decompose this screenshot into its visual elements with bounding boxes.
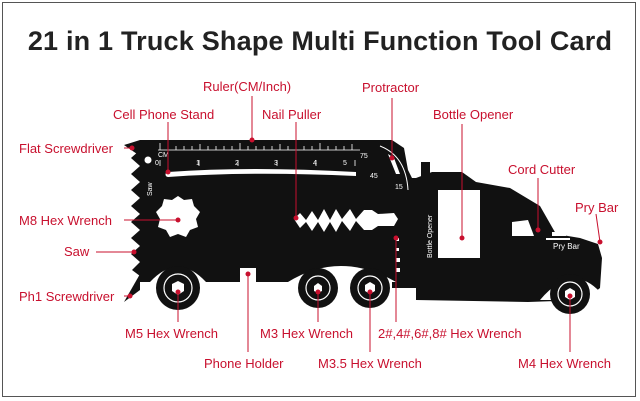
leader-dots [127,137,603,299]
label-nail-puller: Nail Puller [262,107,322,122]
label-hex-2468: 2#,4#,6#,8# Hex Wrench [378,326,522,341]
nail-puller-slot [294,209,398,232]
label-pry-bar: Pry Bar [575,200,619,215]
exhaust-stack [421,162,430,180]
label-bottle-opener: Bottle Opener [433,107,514,122]
ruler-number: 0 [155,160,159,167]
grille [552,232,566,236]
bottle-opener-text: Bottle Opener [427,214,434,258]
bottle-opener-window [438,190,480,258]
leader-lines [96,96,601,352]
label-m4-hex-wrench: M4 Hex Wrench [518,356,611,371]
fifth-wheel [392,268,422,288]
page-title: 21 in 1 Truck Shape Multi Function Tool … [27,26,613,56]
label-saw: Saw [64,244,90,259]
label-cord-cutter: Cord Cutter [508,162,576,177]
label-m3-hex-wrench: M3 Hex Wrench [260,326,353,341]
label-m35-hex-wrench: M3.5 Hex Wrench [318,356,422,371]
label-flat-screwdriver: Flat Screwdriver [19,141,113,156]
ruler-number: 5 [343,160,347,167]
m8-hex-hole [156,196,200,237]
label-protractor: Protractor [362,80,420,95]
label-ruler: Ruler(CM/Inch) [203,79,292,94]
ruler-unit-cm: CM [158,152,169,159]
ruler-ticks-bottom [159,160,356,166]
hex-hole-small [144,156,152,164]
ph1-screwdriver-tip [124,274,140,302]
cell-phone-stand-slot [168,169,356,177]
label-cell-phone-stand: Cell Phone Stand [113,107,215,122]
wheel-m5 [156,266,200,310]
wheel-m3 [298,268,338,308]
label-ph1-screwdriver: Ph1 Screwdriver [19,289,115,304]
cab-window [512,220,534,236]
trailer-card [131,140,416,282]
label-phone-holder: Phone Holder [204,356,284,371]
ruler-number: 3 [274,160,278,167]
pry-bar-text: Pry Bar [553,242,580,251]
angle-15: 15 [395,184,403,191]
angle-45: 45 [370,173,378,180]
ruler-number: 1 [196,160,200,167]
ruler-number: 2 [235,160,239,167]
angle-75: 75 [360,153,368,160]
saw-text: Saw [147,181,154,196]
ruler: CM 0 1 2 3 4 5 [155,143,360,167]
label-m5-hex-wrench: M5 Hex Wrench [125,326,218,341]
ruler-number: 4 [313,160,317,167]
label-m8-hex-wrench: M8 Hex Wrench [19,213,112,228]
hood-slot [546,238,570,240]
